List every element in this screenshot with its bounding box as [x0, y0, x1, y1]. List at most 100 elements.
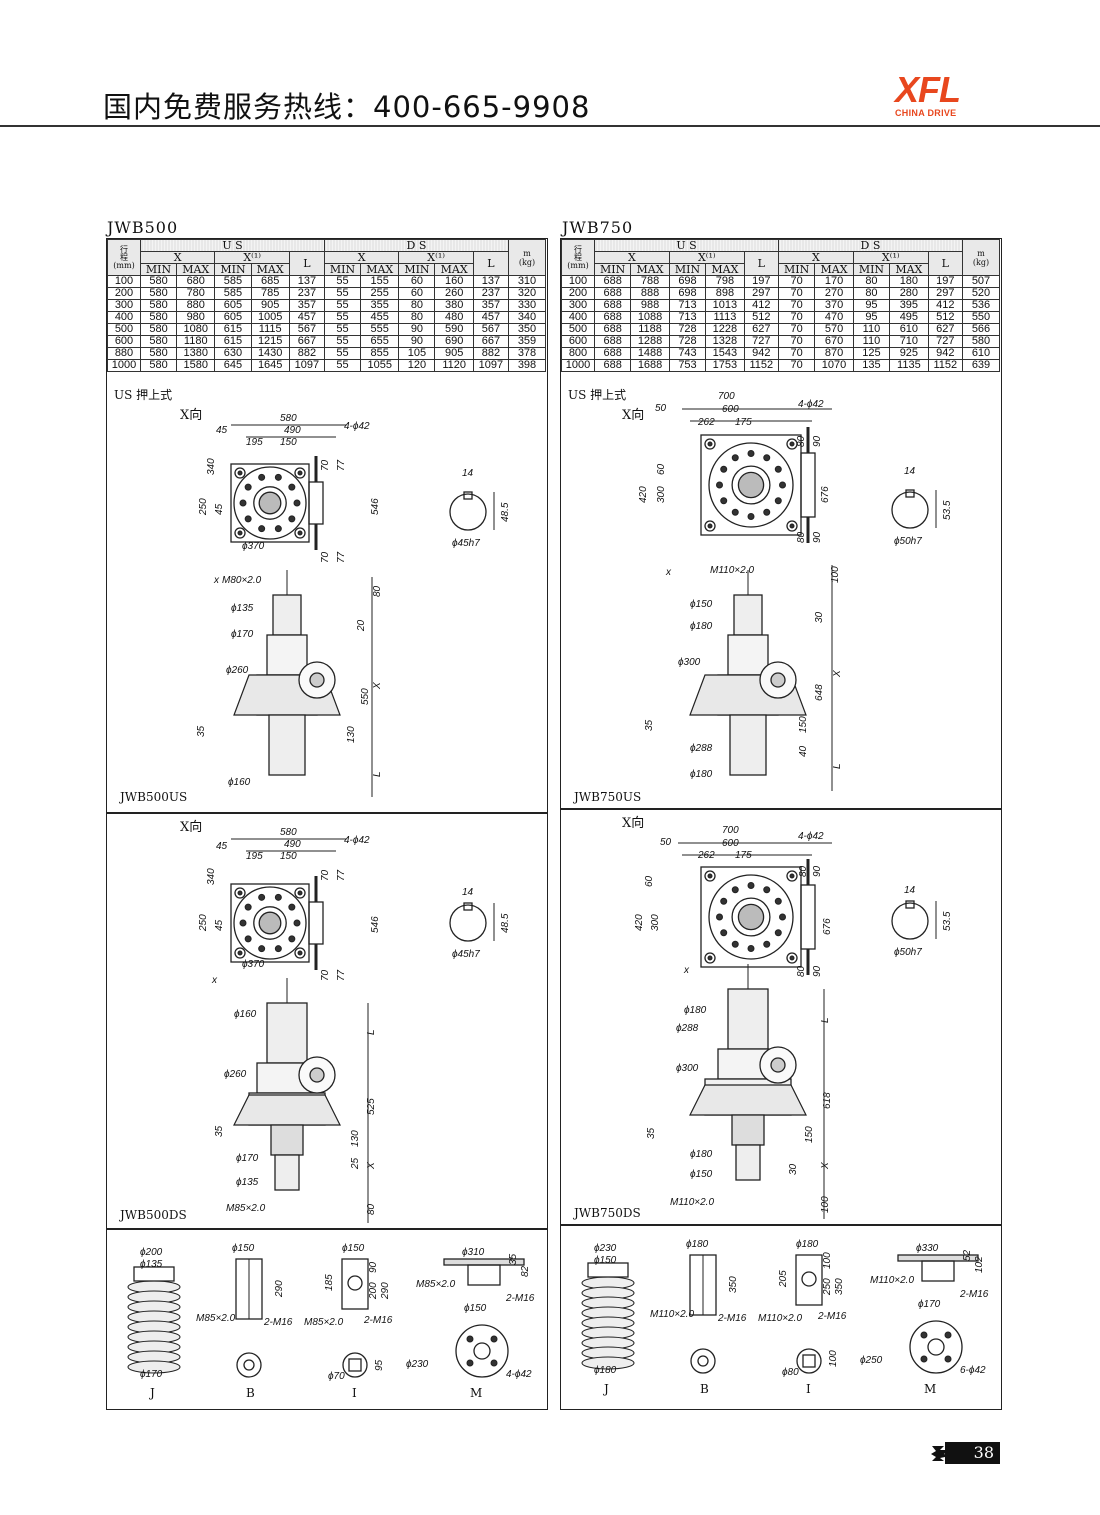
bolt-hole [774, 897, 782, 905]
mounting-hole [234, 887, 246, 899]
dim-label: ϕ150 [342, 1243, 365, 1254]
b-bottom [690, 1348, 716, 1374]
lower-tube [727, 988, 769, 1050]
shaft-circle [737, 471, 765, 499]
bore-circle [731, 465, 771, 505]
table-cell: 395 [889, 299, 929, 312]
dim-label: ϕ180 [684, 1005, 707, 1016]
dim-label: 250 [198, 914, 209, 932]
table-cell: 110 [852, 335, 891, 348]
dim-label: M110×2.0 [758, 1313, 802, 1324]
table-cell: 685 [250, 275, 290, 288]
table-cell: 1088 [630, 311, 670, 324]
table-cell: 753 [668, 359, 707, 372]
table-cell: 727 [927, 335, 964, 348]
dim-label: ϕ150 [690, 1169, 713, 1180]
mounting-hole-center [297, 950, 303, 956]
table-cell: 655 [360, 335, 400, 348]
drawing-code-label: JWB500US [118, 790, 187, 804]
col-stroke: 行程(mm) [107, 239, 141, 276]
dim-label: ϕ300 [678, 657, 701, 668]
dim-label: ϕ288 [690, 743, 713, 754]
table-cell: 80 [398, 299, 436, 312]
bolt-hole [288, 935, 296, 943]
view-direction-label: X向 [622, 407, 644, 423]
dim-label: 70 [320, 551, 331, 563]
table-cell: 457 [472, 311, 510, 324]
bore-circle [253, 486, 287, 520]
table-cell: 882 [472, 347, 510, 360]
dim-label: 546 [370, 498, 381, 515]
table-cell: 1152 [927, 359, 964, 372]
bellows-fold [581, 1356, 635, 1370]
mounting-hole [234, 947, 246, 959]
bolt-hole [720, 465, 728, 473]
table-cell: 320 [508, 287, 546, 300]
col-max: MAX [360, 263, 400, 276]
i-clevis [341, 1258, 369, 1310]
table-cell: 1188 [630, 323, 670, 336]
flange-circle [708, 874, 794, 960]
dim-label: ϕ300 [676, 1063, 699, 1074]
table-cell: 698 [668, 287, 707, 300]
bolt-hole [774, 465, 782, 473]
col-x: X⁽¹⁾ [668, 251, 745, 264]
table-cell: 378 [508, 347, 546, 360]
table-cell: 688 [593, 323, 632, 336]
table-cell: 300 [561, 299, 595, 312]
table-cell: 1580 [176, 359, 216, 372]
dim-label: 290 [274, 1280, 285, 1298]
dim-label: 80 [796, 965, 807, 977]
bolt-hole [293, 919, 301, 927]
col-mass: m(kg) [962, 239, 1000, 276]
bolt-hole [288, 515, 296, 523]
dim-label: 350 [834, 1278, 845, 1295]
mounting-hole [234, 467, 246, 479]
table-cell: 1080 [176, 323, 216, 336]
col-l: L [288, 251, 325, 276]
dim-label: 53.5 [942, 500, 953, 520]
table-cell: 670 [814, 335, 854, 348]
table-cell: 855 [360, 347, 400, 360]
dim-label: ϕ50h7 [894, 536, 922, 547]
dim-label: ϕ45h7 [452, 949, 480, 960]
m-body [467, 1264, 501, 1286]
keyway-slot [905, 489, 915, 498]
dim-label: x [683, 965, 690, 976]
dim-label: 30 [788, 1163, 799, 1175]
bolt-hole [774, 497, 782, 505]
table-cell: 1488 [630, 347, 670, 360]
dim-label: 35 [214, 1125, 225, 1137]
dim-label: 350 [728, 1276, 739, 1293]
lower-tube [268, 714, 306, 776]
flange-circle [233, 466, 307, 540]
dim-label: 4-ϕ42 [344, 835, 370, 846]
dim-label: ϕ170 [236, 1153, 259, 1164]
bolt-hole [258, 473, 266, 481]
shaft-circle [258, 911, 282, 935]
bolt-hole [779, 913, 786, 921]
dim-label: 195 [246, 437, 263, 448]
flange-circle [708, 442, 794, 528]
table-cell: 100 [561, 275, 595, 288]
dim-label: ϕ70 [328, 1371, 345, 1382]
mounting-hole [704, 520, 716, 532]
table-cell: 1688 [630, 359, 670, 372]
table-cell: 1215 [250, 335, 290, 348]
table-cell: 727 [743, 335, 779, 348]
col-x: X [139, 251, 216, 264]
dim-label: 50 [660, 837, 672, 848]
table-cell: 237 [288, 287, 325, 300]
protective-tube [727, 634, 769, 676]
table-cell: 585 [214, 275, 252, 288]
bolt-hole [774, 929, 782, 937]
table-cell: 580 [139, 359, 178, 372]
table-cell: 70 [777, 359, 816, 372]
